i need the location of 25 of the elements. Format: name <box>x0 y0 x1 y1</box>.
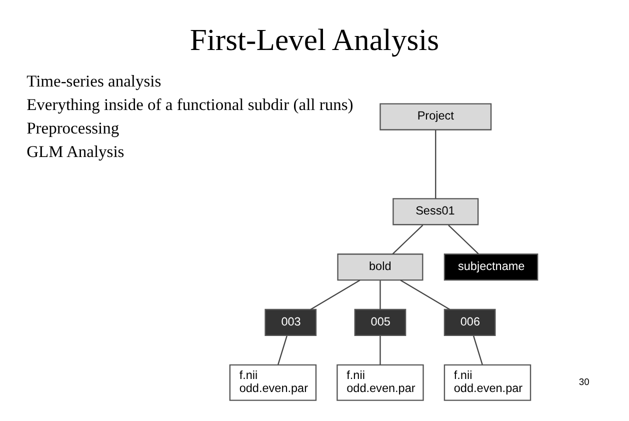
label: Preprocessing <box>26 118 120 138</box>
connector <box>448 224 480 254</box>
node-box: 006 <box>444 308 496 336</box>
connector <box>380 280 381 310</box>
node-box: subjectname <box>444 254 538 281</box>
node-box: f.nii odd.even.par <box>229 364 317 401</box>
label: GLM Analysis <box>26 142 124 162</box>
node-box: Project <box>380 103 492 130</box>
node-box: f.nii odd.even.par <box>444 364 532 401</box>
node-box: bold <box>337 254 424 281</box>
label: Everything inside of a functional subdir (all runs) <box>26 94 354 114</box>
label: 30 <box>578 376 590 387</box>
connector <box>392 224 424 254</box>
node-box: 003 <box>264 308 317 336</box>
connector <box>473 336 483 365</box>
label: Time-series analysis <box>26 71 162 90</box>
node-box: Sess01 <box>392 198 479 226</box>
connector <box>435 130 436 199</box>
node-box: f.nii odd.even.par <box>336 364 424 401</box>
connector <box>400 280 450 310</box>
node-box: 005 <box>354 308 406 336</box>
connector <box>310 280 360 310</box>
diagram-title: First-Level Analysis <box>190 22 440 57</box>
connector <box>278 336 288 365</box>
connector <box>380 336 381 365</box>
